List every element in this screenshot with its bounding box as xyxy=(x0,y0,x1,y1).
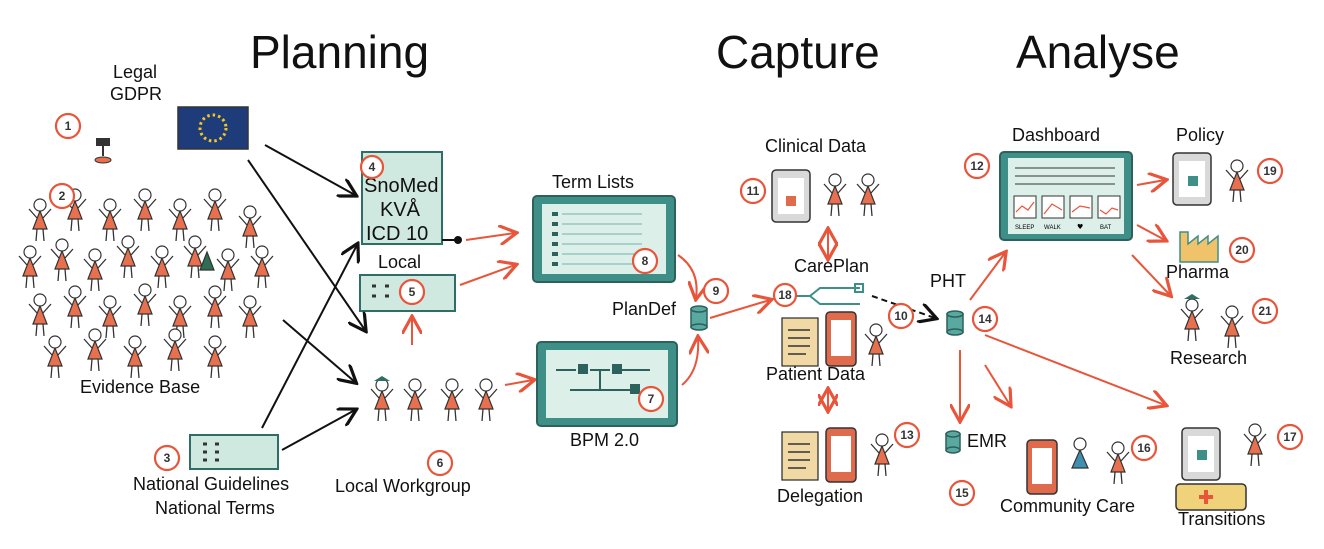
pht-database-icon xyxy=(946,310,964,336)
label-research: Research xyxy=(1170,348,1247,368)
badge-3: 3 xyxy=(153,444,181,472)
svg-text:8: 8 xyxy=(642,254,649,268)
dashboard-chart-label-3: ♥ xyxy=(1077,223,1083,231)
badge-15: 15 xyxy=(948,479,976,507)
label-delegation: Delegation xyxy=(777,486,863,506)
label-careplan: CarePlan xyxy=(794,256,869,276)
badge-13: 13 xyxy=(893,421,921,449)
gavel-icon xyxy=(94,138,112,164)
svg-text:13: 13 xyxy=(900,428,914,442)
heading-analyse: Analyse xyxy=(1016,26,1180,78)
bpm-screen xyxy=(536,341,678,427)
factory-icon xyxy=(1179,231,1219,263)
svg-text:12: 12 xyxy=(970,159,984,173)
label-national-terms: National Terms xyxy=(155,498,275,518)
dashboard-chart-label-2: WALK xyxy=(1044,225,1061,231)
label-policy: Policy xyxy=(1176,125,1224,145)
label-patient-data: Patient Data xyxy=(766,364,866,384)
eu-flag-icon xyxy=(177,106,249,150)
label-dashboard: Dashboard xyxy=(1012,125,1100,145)
badge-19: 19 xyxy=(1256,157,1284,185)
crowd-icon xyxy=(18,188,274,379)
label-emr: EMR xyxy=(967,431,1007,451)
community-care-icons xyxy=(1026,437,1130,495)
policy-icons xyxy=(1172,152,1249,206)
badge-5: 5 xyxy=(398,278,426,306)
svg-text:1: 1 xyxy=(65,119,72,133)
label-transitions: Transitions xyxy=(1178,509,1265,529)
label-gdpr: GDPR xyxy=(110,84,162,104)
badge-9: 9 xyxy=(702,277,730,305)
badge-16: 16 xyxy=(1130,434,1158,462)
label-evidence-base: Evidence Base xyxy=(80,377,200,397)
svg-text:15: 15 xyxy=(955,486,969,500)
label-term-lists: Term Lists xyxy=(552,172,634,192)
delegation-icons xyxy=(781,427,894,483)
label-pharma: Pharma xyxy=(1166,262,1230,282)
svg-text:11: 11 xyxy=(747,184,760,198)
svg-text:16: 16 xyxy=(1137,441,1151,455)
svg-text:5: 5 xyxy=(409,285,416,299)
research-people xyxy=(1180,294,1244,349)
label-legal: Legal xyxy=(113,62,157,82)
dashboard-chart-label-1: SLEEP xyxy=(1015,225,1034,231)
local-workgroup-people xyxy=(370,376,498,422)
badge-11: 11 xyxy=(739,177,767,205)
badge-6: 6 xyxy=(426,449,454,477)
badge-20: 20 xyxy=(1228,236,1256,264)
badge-4: 4 xyxy=(359,154,385,180)
badge-10: 10 xyxy=(887,302,915,330)
database-icon xyxy=(690,305,708,331)
badge-12: 12 xyxy=(963,152,991,180)
svg-text:14: 14 xyxy=(978,312,992,326)
label-local: Local xyxy=(378,252,421,272)
badge-1: 1 xyxy=(54,112,82,140)
svg-text:9: 9 xyxy=(713,284,720,298)
national-guidelines-box xyxy=(189,434,279,470)
svg-text:4: 4 xyxy=(369,160,376,174)
svg-text:20: 20 xyxy=(1235,243,1249,257)
ambulance-icon xyxy=(1175,483,1247,511)
emr-database-icon xyxy=(945,430,961,454)
svg-text:21: 21 xyxy=(1258,304,1272,318)
label-pht: PHT xyxy=(930,271,966,291)
svg-text:7: 7 xyxy=(648,392,655,406)
clinical-data-devices xyxy=(771,169,880,223)
svg-text:3: 3 xyxy=(164,451,171,465)
dashboard-chart-label-4: BAT xyxy=(1100,225,1112,231)
svg-text:17: 17 xyxy=(1283,430,1297,444)
svg-text:10: 10 xyxy=(894,309,908,323)
label-national-guidelines: National Guidelines xyxy=(133,474,289,494)
svg-text:19: 19 xyxy=(1263,164,1277,178)
label-icd10: ICD 10 xyxy=(366,223,428,245)
label-snomed: SnoMed xyxy=(364,175,439,197)
label-clinical-data: Clinical Data xyxy=(765,136,867,156)
label-bpm: BPM 2.0 xyxy=(570,430,639,450)
label-community-care: Community Care xyxy=(1000,496,1135,516)
patient-data-icons xyxy=(781,311,888,367)
careplan-flow-icon xyxy=(790,283,864,305)
svg-text:2: 2 xyxy=(59,189,66,203)
badge-7: 7 xyxy=(637,385,665,413)
badge-8: 8 xyxy=(631,247,659,275)
label-plandef: PlanDef xyxy=(612,299,677,319)
heading-planning: Planning xyxy=(250,26,429,78)
transitions-icons xyxy=(1181,423,1267,481)
badge-2: 2 xyxy=(48,182,76,210)
badge-14: 14 xyxy=(971,305,999,333)
svg-text:18: 18 xyxy=(778,288,792,302)
svg-text:6: 6 xyxy=(437,456,444,470)
badge-18: 18 xyxy=(772,282,798,308)
label-local-workgroup: Local Workgroup xyxy=(335,476,471,496)
label-kva: KVÅ xyxy=(380,198,421,221)
heading-capture: Capture xyxy=(716,26,880,78)
dashboard-screen: SLEEP WALK ♥ BAT xyxy=(999,151,1133,241)
badge-21: 21 xyxy=(1251,297,1279,325)
badge-17: 17 xyxy=(1276,423,1304,451)
